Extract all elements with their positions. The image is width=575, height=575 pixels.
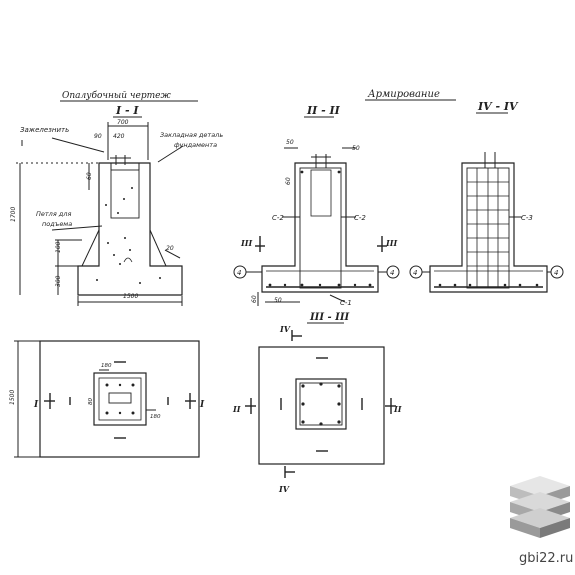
dim-plan-180b-label: 180 xyxy=(150,414,161,420)
dim-plan-180-label: 180 xyxy=(101,363,112,369)
dim-60-base-label: 60 xyxy=(251,295,258,303)
leader-loop xyxy=(51,225,103,231)
title-reinforcement: Армирование xyxy=(367,89,440,100)
dim-300-label: 300 xyxy=(55,275,62,287)
section-title-3: III - III xyxy=(309,312,350,323)
section-title-4: IV - IV xyxy=(477,100,519,113)
position-4-far-left: 4 xyxy=(413,269,417,277)
dim-50-left-label: 50 xyxy=(286,139,294,146)
section-2-2-elevation xyxy=(233,147,400,306)
dim-60-label: 60 xyxy=(86,172,93,180)
position-4-right: 4 xyxy=(390,269,394,277)
brand-site-name: gbi22.ru xyxy=(519,551,573,566)
dim-plan-80-label: 80 xyxy=(88,398,94,405)
section-title-2: II - II xyxy=(306,104,341,117)
plan-view-3-3 xyxy=(245,330,396,478)
plan-view-formwork xyxy=(14,340,200,458)
position-4-left: 4 xyxy=(237,269,241,277)
dim-50-right-label: 50 xyxy=(352,145,360,152)
section-mark-1-left: I xyxy=(33,400,39,410)
brand-logo-icon xyxy=(510,476,570,538)
note-embedded-line2: фундамента xyxy=(174,141,217,149)
dim-700-label: 700 xyxy=(117,119,129,126)
section-4-4-elevation xyxy=(409,152,564,293)
note-embedded-line1: Закладная деталь xyxy=(160,131,223,139)
dim-1700-label: 1700 xyxy=(10,207,17,222)
section-mark-3-right: III xyxy=(385,238,397,248)
section-mark-3-left: III xyxy=(240,238,252,248)
section-mark-2-left: II xyxy=(232,404,241,414)
section-mark-2-right: II xyxy=(393,404,402,414)
dim-20-label: 20 xyxy=(166,245,174,252)
dim-60-col-label: 60 xyxy=(285,177,292,185)
rebar-label-c3: С-3 xyxy=(521,214,533,222)
section-mark-4-top: IV xyxy=(279,324,291,334)
rebar-label-c2-left: С-2 xyxy=(272,214,284,222)
dim-420-label: 420 xyxy=(113,133,125,140)
section-1-1-elevation xyxy=(16,122,184,306)
title-formwork: Опалубочный чертеж xyxy=(62,90,171,101)
rebar-label-c2-right: С-2 xyxy=(354,214,366,222)
note-loop-line1: Петля для xyxy=(36,210,71,218)
section-title-1: I - I xyxy=(115,104,139,117)
position-4-far-right: 4 xyxy=(554,269,558,277)
dim-50-bottom-label: 50 xyxy=(274,297,282,304)
leader-grout xyxy=(51,137,105,153)
leader-embedded xyxy=(157,145,184,163)
section-mark-4-bottom: IV xyxy=(278,484,290,494)
dim-1500-label: 1500 xyxy=(123,293,138,300)
note-grout: Зажелезнить xyxy=(20,126,69,134)
dim-plan-1500-label: 1500 xyxy=(9,390,16,405)
rebar-grid xyxy=(467,168,509,288)
dim-100-label: 100 xyxy=(55,241,62,253)
rebar-label-c1: С-1 xyxy=(340,299,352,307)
section-mark-1-right: I xyxy=(199,400,205,410)
dim-90-label: 90 xyxy=(94,133,102,140)
note-loop-line2: подъема xyxy=(42,220,72,228)
